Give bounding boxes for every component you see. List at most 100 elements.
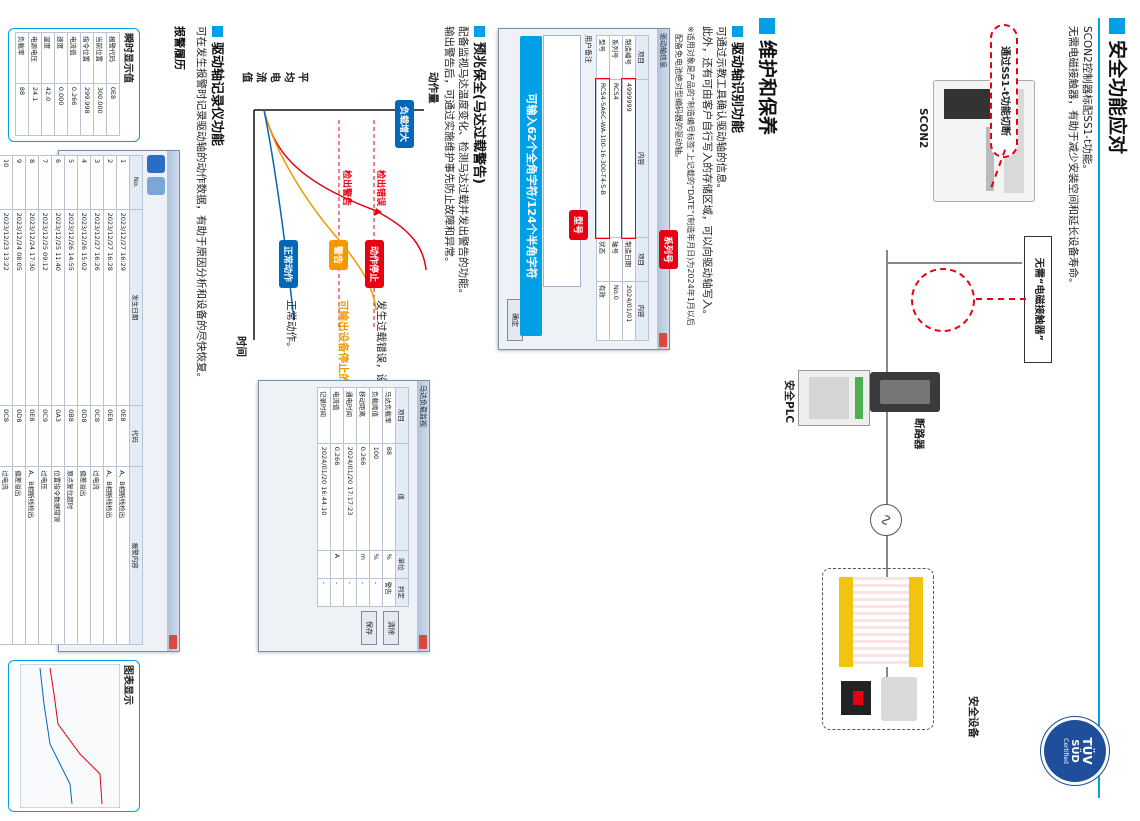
table-cell: 制造日期 xyxy=(622,237,636,282)
table-row: 系列号 RCS4 轴号 No.0 xyxy=(609,35,623,341)
col-header: 发生日期 xyxy=(129,209,143,406)
window-titlebar: 马达负载监视 xyxy=(417,381,429,651)
clear-button[interactable]: 清除 xyxy=(383,611,399,645)
breaker-lever xyxy=(880,380,930,404)
recorder-line1: 可在发生报警时记录驱动轴的动作数据，有助于原因分析和设备的尽快恢复。 xyxy=(195,26,207,383)
table-cell: 100 xyxy=(369,443,383,551)
chart-line-blue xyxy=(39,667,73,805)
light-curtain-top xyxy=(909,577,923,667)
table-cell: - xyxy=(317,578,331,607)
close-icon[interactable] xyxy=(659,333,667,347)
table-cell: 记录时间 xyxy=(317,387,331,444)
window-titlebar xyxy=(167,151,179,651)
record-icon[interactable] xyxy=(147,155,165,173)
axis-bottom-label: 时间 xyxy=(235,336,247,357)
overload-error-label: 检出错误 xyxy=(375,170,385,207)
table-cell: 移动距离 xyxy=(356,387,370,444)
save-button[interactable]: 保存 xyxy=(361,611,377,645)
sub-square-icon xyxy=(732,26,743,37)
close-icon[interactable] xyxy=(169,635,177,649)
title-square-icon xyxy=(759,18,775,34)
table-cell: m xyxy=(356,550,370,579)
table-cell xyxy=(343,550,357,579)
memo-input[interactable] xyxy=(543,35,581,287)
table-cell: 马达负载率 xyxy=(382,387,396,444)
table-cell: 0D8 xyxy=(12,405,26,467)
table-cell: 24.1 xyxy=(28,83,42,136)
ac-source-icon: ∿ xyxy=(870,504,902,536)
warn-tag: 警告 xyxy=(329,240,348,271)
overload-graph xyxy=(253,109,427,340)
chart-icon[interactable] xyxy=(147,177,165,195)
table-cell: 2024/01/01 xyxy=(622,281,636,341)
identify-table: 项目 内容 项目 内容 制造编号 4999999 制造日期 2024/01/01… xyxy=(596,35,649,341)
axis-top-label: 动作量 xyxy=(427,72,439,104)
normal-tag: 正常动作 xyxy=(279,240,298,289)
warning-line1: 配备监视马达温度变化、检测马达过载并发出警告的功能。 xyxy=(457,26,469,299)
table-cell: 2023/12/27 16:29 xyxy=(116,209,130,406)
char-limit-banner: 可输入62个全角字符/124个半角字符 xyxy=(520,36,542,336)
table-cell: - xyxy=(330,578,344,607)
table-cell: 0B8 xyxy=(64,405,78,467)
chart-line-red xyxy=(49,667,103,805)
safety-line2: 无需电磁接触器，有助于减少安装空间和延长设备寿命。 xyxy=(1067,26,1079,289)
tuv-badge: TÜV SÜD Certified xyxy=(1044,720,1106,782)
table-cell: 轴号 xyxy=(609,237,623,282)
curve-warning xyxy=(263,109,377,311)
table-cell: 4 xyxy=(77,155,91,210)
col-header: 代码 xyxy=(129,405,143,467)
warning-heading: 预兆保全(马达过载警告) xyxy=(471,26,490,184)
table-cell: No.0 xyxy=(609,281,623,341)
recorder-mini-chart xyxy=(19,663,121,809)
load-increase-tag: 负载增大 xyxy=(395,100,414,149)
col-header: 值 xyxy=(395,443,409,551)
table-cell: 当前位置 xyxy=(93,32,107,84)
table-cell: - xyxy=(356,578,370,607)
identify-note1: ※适用对象是产品的“制造编号标签”上记载的“DATE”(制造年月日)为2024年… xyxy=(686,26,695,326)
light-curtain-bottom xyxy=(839,577,853,667)
sensor-device xyxy=(841,681,871,715)
table-cell: RCS4 xyxy=(609,79,623,238)
no-contactor-callout: 无需“电磁接触器” xyxy=(1024,236,1052,363)
table-cell: 5 xyxy=(64,155,78,210)
light-curtain-beams xyxy=(853,577,909,667)
table-cell: 过电流 xyxy=(0,466,13,645)
table-cell: 88 xyxy=(15,83,29,136)
safety-plc-label: 安全PLC xyxy=(783,380,795,424)
chart-label: 图表显示 xyxy=(122,665,133,705)
tuv-mid: SÜD xyxy=(1069,739,1080,763)
col-header: 项目 xyxy=(395,387,409,444)
table-cell: 0.266 xyxy=(67,83,81,136)
table-cell: 2023/12/24 17:30 xyxy=(25,209,39,406)
table-cell: 电源电压 xyxy=(28,32,42,84)
table-cell: A、B相断线检出 xyxy=(116,466,130,645)
close-icon[interactable] xyxy=(419,635,427,649)
table-cell: 过电流 xyxy=(90,466,104,645)
serial-tag: 系列号 xyxy=(659,230,678,270)
table-cell: 电流值 xyxy=(67,32,81,84)
